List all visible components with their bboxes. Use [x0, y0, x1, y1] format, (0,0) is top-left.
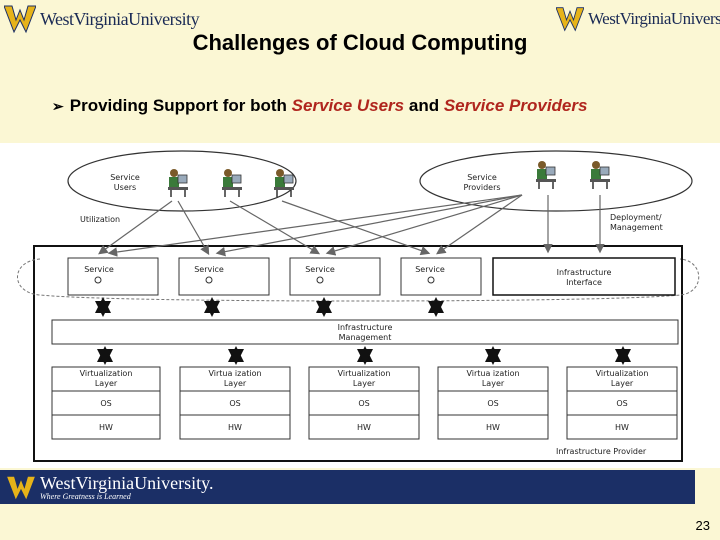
wvu-flying-wv-icon [7, 476, 35, 499]
virtualization-layer-label: Layer [353, 379, 376, 388]
hw-label: HW [615, 423, 629, 432]
infrastructure-provider-label: Infrastructure Provider [556, 447, 647, 456]
infrastructure-interface-box [492, 257, 676, 296]
service-users-label-2: Users [114, 183, 136, 192]
hw-label: HW [228, 423, 242, 432]
arrow-bullet-icon: ➢ [52, 98, 64, 114]
bullet-prefix: Providing Support for both [69, 96, 292, 115]
service-users-label-1: Service [110, 173, 140, 182]
stack-3: Virtualization Layer OS HW [308, 366, 420, 440]
virtualization-layer-label: Layer [482, 379, 505, 388]
infrastructure-interface-label-1: Infrastructure [557, 268, 612, 277]
page-number: 23 [695, 518, 710, 533]
management-stack-arrows [97, 346, 631, 365]
hw-label: HW [99, 423, 113, 432]
cloud-architecture-diagram: Service Users Service Providers Utilizat… [0, 143, 720, 468]
footer-university-name: WestVirginiaUniversity. [40, 473, 214, 493]
stack-4: Virtua ization Layer OS HW [437, 366, 549, 440]
service-port [94, 276, 102, 284]
os-label: OS [487, 399, 498, 408]
virtualization-layer-label: Layer [95, 379, 118, 388]
hw-label: HW [357, 423, 371, 432]
service-box-1 [67, 257, 159, 296]
virtualization-label: Virtualization [80, 369, 133, 378]
service-management-arrows [95, 297, 444, 317]
bullet-mid: and [404, 96, 444, 115]
stack-2: Virtua ization Layer OS HW [179, 366, 291, 440]
virtualization-layer-label: Layer [224, 379, 247, 388]
wvu-flying-wv-icon [4, 5, 36, 34]
os-label: OS [358, 399, 369, 408]
service-label-4: Service [415, 265, 445, 274]
os-label: OS [229, 399, 240, 408]
wvu-logo-right: WestVirginiaUniversity [556, 2, 720, 36]
deployment-label-2: Management [610, 223, 663, 232]
service-port [316, 276, 324, 284]
virtualization-label: Virtua ization [466, 369, 519, 378]
service-providers-label-1: Service [467, 173, 497, 182]
infrastructure-interface-label-2: Interface [566, 278, 602, 287]
stack-5: Virtualization Layer OS HW [566, 366, 678, 440]
service-label-1: Service [84, 265, 114, 274]
utilization-label: Utilization [80, 215, 120, 224]
service-port [427, 276, 435, 284]
virtualization-layer-label: Layer [611, 379, 634, 388]
infrastructure-management-label-1: Infrastructure [338, 323, 393, 332]
bullet-point: ➢ Providing Support for both Service User… [52, 96, 587, 116]
service-box-2 [178, 257, 270, 296]
service-label-3: Service [305, 265, 335, 274]
infrastructure-management-label-2: Management [339, 333, 392, 342]
cloud-boundary [17, 258, 700, 302]
footer-bar: WestVirginiaUniversity. Where Greatness … [0, 470, 695, 504]
service-box-3 [289, 257, 381, 296]
stack-1: Virtualization Layer OS HW [51, 366, 161, 440]
service-label-2: Service [194, 265, 224, 274]
wvu-flying-wv-icon [556, 7, 584, 32]
virtualization-label: Virtua ization [208, 369, 261, 378]
infrastructure-provider-box [33, 245, 683, 462]
utilization-arrows [98, 194, 605, 257]
virtualization-label: Virtualization [338, 369, 391, 378]
hw-label: HW [486, 423, 500, 432]
service-port [205, 276, 213, 284]
footer-logo: WestVirginiaUniversity. Where Greatness … [6, 474, 213, 501]
logo-left-text: WestVirginiaUniversity [40, 8, 200, 29]
os-label: OS [616, 399, 627, 408]
virtualization-label: Virtualization [596, 369, 649, 378]
service-providers-label-2: Providers [463, 183, 500, 192]
bullet-service-users: Service Users [291, 96, 405, 115]
footer-tagline: Where Greatness is Learned [40, 492, 131, 501]
deployment-label-1: Deployment/ [610, 213, 662, 222]
infrastructure-management-box [51, 319, 679, 345]
service-box-4 [400, 257, 482, 296]
wvu-logo-left: WestVirginiaUniversity [4, 2, 200, 36]
slide-title: Challenges of Cloud Computing [192, 30, 528, 55]
bullet-service-providers: Service Providers [443, 96, 588, 115]
logo-right-text: WestVirginiaUniversity [588, 9, 720, 28]
os-label: OS [100, 399, 111, 408]
